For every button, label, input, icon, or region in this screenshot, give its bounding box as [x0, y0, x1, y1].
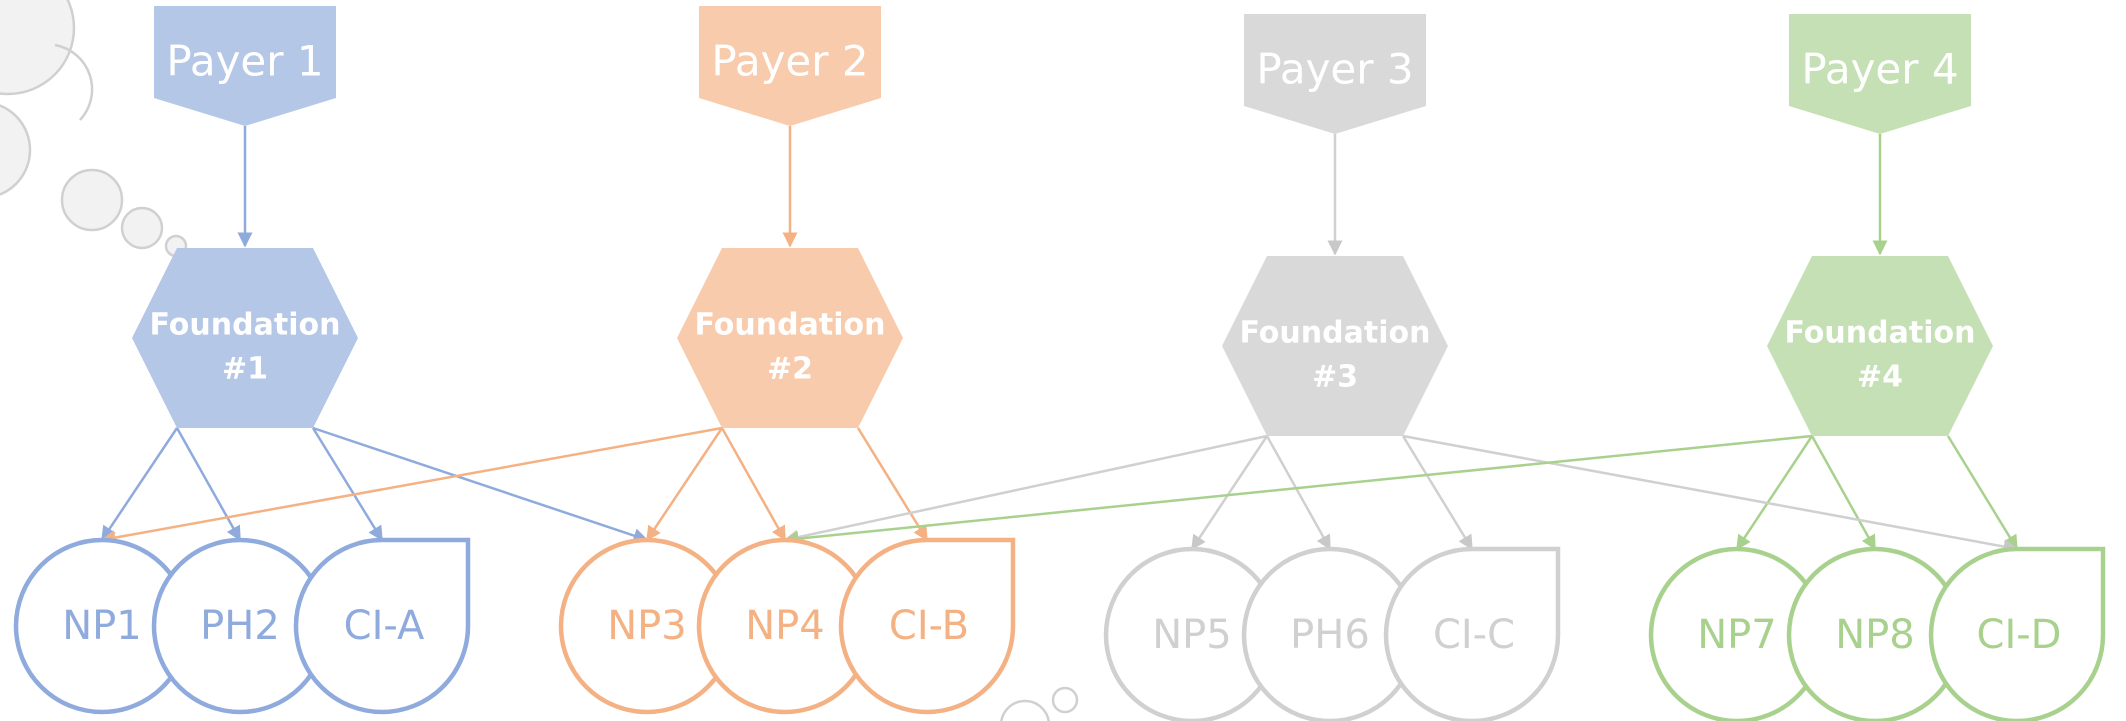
node-shape — [293, 537, 471, 715]
node-np4: NP4 — [696, 537, 874, 715]
foundation-label: Foundation — [1240, 316, 1431, 351]
edge-foundation-to-np1 — [100, 427, 179, 542]
thought-bubble-medium — [1000, 699, 1050, 721]
node-cluster-4: NP7 NP8 CI-D — [1648, 546, 2106, 721]
node-ci-a: CI-A — [293, 537, 471, 715]
node-ph2: PH2 — [151, 537, 329, 715]
foundation-4: Foundation #4 — [1767, 256, 1993, 436]
foundation-shape — [677, 248, 903, 428]
foundation-shape — [132, 248, 358, 428]
cross-edge-foundation-1-to-np3 — [312, 426, 649, 543]
payer-shape — [1244, 14, 1426, 134]
payer-label: Payer 3 — [1256, 45, 1413, 94]
payer-3: Payer 3 — [1244, 14, 1426, 134]
node-label: NP3 — [607, 603, 687, 649]
foundation-label: #2 — [767, 352, 813, 387]
node-cluster-3: NP5 PH6 CI-C — [1103, 546, 1561, 721]
cloud-lobe — [0, 0, 76, 96]
foundation-3: Foundation #3 — [1222, 256, 1448, 436]
node-label: NP4 — [745, 603, 825, 649]
node-label: CI-D — [1977, 612, 2062, 658]
node-shape — [838, 537, 1016, 715]
edge-foundation-to-ci-a — [311, 427, 384, 542]
node-cluster-1: NP1 PH2 CI-A — [13, 537, 471, 715]
payer-label: Payer 2 — [711, 37, 868, 86]
edge-foundation-to-ci-d — [1946, 435, 2019, 551]
node-label: NP1 — [62, 603, 142, 649]
foundation-label: Foundation — [150, 308, 341, 343]
thought-cloud-decoration — [0, 0, 188, 258]
edge-foundation-to-ph6 — [1265, 435, 1332, 551]
foundation-shape — [1222, 256, 1448, 436]
node-label: CI-C — [1433, 612, 1515, 658]
cloud-lobe-arc — [54, 43, 94, 121]
payer-shape — [154, 6, 336, 126]
edge-foundation-to-np4 — [720, 427, 787, 542]
node-label: PH2 — [200, 603, 280, 649]
foundation-label: #3 — [1312, 360, 1358, 395]
cloud-lobe — [0, 104, 32, 196]
payer-1: Payer 1 — [154, 6, 336, 126]
foundation-label: #1 — [222, 352, 268, 387]
node-label: PH6 — [1290, 612, 1370, 658]
cross-edge-foundation-2-to-np1 — [100, 426, 723, 545]
thought-bubble-medium — [120, 206, 164, 250]
node-np1: NP1 — [13, 537, 191, 715]
cross-edge-foundation-3-to-np4 — [783, 434, 1268, 545]
payer-shape — [1789, 14, 1971, 134]
payer-2: Payer 2 — [699, 6, 881, 126]
node-layer: NP1 PH2 CI-A NP3 NP4 CI-B NP5 PH6 CI-C NP7 NP8 CI-D — [13, 537, 2106, 721]
node-np8: NP8 — [1786, 546, 1964, 721]
foundation-layer: Foundation#1Foundation#2Foundation#3Foun… — [132, 248, 1993, 436]
foundation-1: Foundation #1 — [132, 248, 358, 428]
thought-bubble-large — [60, 168, 124, 232]
foundation-label: #4 — [1857, 360, 1903, 395]
node-shape — [1928, 546, 2106, 721]
edge-foundation-to-np3 — [645, 427, 724, 542]
node-cluster-2: NP3 NP4 CI-B — [558, 537, 1016, 715]
node-label: CI-A — [344, 603, 425, 649]
node-label: NP5 — [1152, 612, 1232, 658]
payer-label: Payer 4 — [1801, 45, 1958, 94]
node-label: CI-B — [889, 603, 969, 649]
node-shape — [1383, 546, 1561, 721]
payer-layer: Payer 1 Payer 2 Payer 3 Payer 4 — [154, 6, 1971, 134]
payer-4: Payer 4 — [1789, 14, 1971, 134]
cross-edge-foundation-4-to-np4 — [783, 434, 1813, 547]
edge-foundation-to-ci-c — [1401, 435, 1474, 551]
node-ci-c: CI-C — [1383, 546, 1561, 721]
foundation-label: Foundation — [1785, 316, 1976, 351]
node-label: NP7 — [1697, 612, 1777, 658]
node-ci-d: CI-D — [1928, 546, 2106, 721]
foundation-label: Foundation — [695, 308, 886, 343]
thought-bubble-small — [1051, 686, 1079, 714]
bubble-decoration — [1000, 686, 1079, 721]
foundation-2: Foundation #2 — [677, 248, 903, 428]
node-np5: NP5 — [1103, 546, 1281, 721]
node-ci-b: CI-B — [838, 537, 1016, 715]
edge-foundation-to-np7 — [1735, 435, 1814, 551]
edge-foundation-to-np5 — [1190, 435, 1269, 551]
payer-shape — [699, 6, 881, 126]
edge-foundation-to-np8 — [1810, 435, 1877, 551]
cross-edge-foundation-3-to-ci-d — [1402, 434, 2019, 554]
node-label: NP8 — [1835, 612, 1915, 658]
edge-foundation-to-ph2 — [175, 427, 242, 542]
node-ph6: PH6 — [1241, 546, 1419, 721]
payer-label: Payer 1 — [166, 37, 323, 86]
edge-layer — [100, 126, 2019, 554]
node-np7: NP7 — [1648, 546, 1826, 721]
edge-foundation-to-ci-b — [856, 427, 929, 542]
foundation-shape — [1767, 256, 1993, 436]
